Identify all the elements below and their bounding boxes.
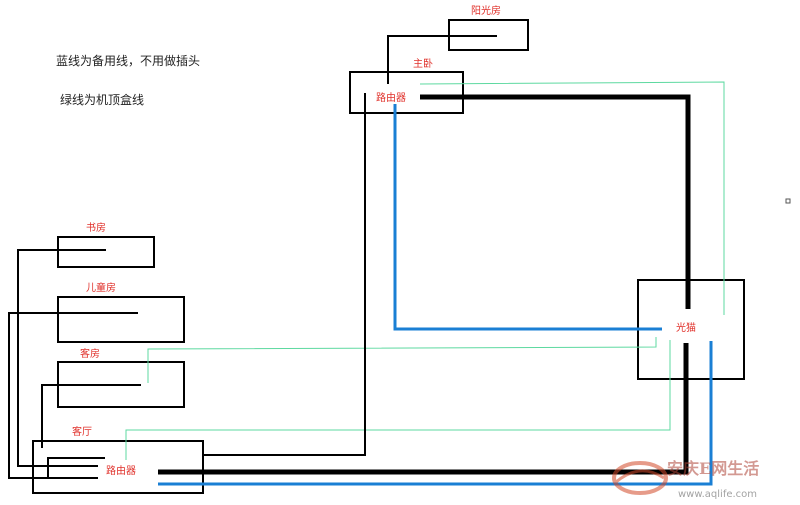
- trunk-living-router-to-modem: [158, 343, 689, 475]
- line-guest-drop: [41, 384, 141, 448]
- blue-line-living-to-modem: [158, 341, 713, 486]
- blue-lines: [158, 104, 713, 486]
- line-master-drop-to-living: [203, 93, 366, 456]
- note-blue-line: 蓝线为备用线，不用做插头: [56, 54, 201, 68]
- label-router-master: 路由器: [376, 91, 406, 104]
- stray-marker: [785, 198, 791, 204]
- label-living-room: 客厅: [72, 425, 92, 438]
- green-line-living-to-modem: [125, 340, 671, 460]
- label-router-living: 路由器: [106, 464, 136, 477]
- line-living-drop: [47, 457, 105, 478]
- label-sunroom: 阳光房: [471, 4, 501, 17]
- master-bedroom-box: [349, 71, 464, 114]
- line-sunroom-to-master: [387, 35, 497, 84]
- kids-room-box: [57, 296, 185, 343]
- thick-black-lines: [158, 94, 691, 475]
- label-kids-room: 儿童房: [86, 281, 116, 294]
- label-study: 书房: [86, 221, 106, 234]
- green-line-guest-to-modem: [147, 337, 657, 383]
- thin-black-lines: [8, 35, 497, 479]
- study-box: [57, 236, 155, 268]
- watermark-title: 安庆E网生活: [667, 459, 759, 478]
- green-line-master-to-modem: [419, 81, 725, 315]
- note-green-line: 绿线为机顶盒线: [60, 93, 145, 107]
- trunk-master-router-to-modem: [420, 94, 691, 309]
- label-modem: 光猫: [676, 321, 696, 334]
- watermark: 安庆E网生活 www.aqlife.com: [612, 459, 759, 500]
- green-lines: [125, 81, 725, 460]
- line-study-drop: [17, 249, 106, 467]
- line-kids-drop: [8, 312, 138, 479]
- watermark-logo-swoosh: [615, 469, 665, 484]
- watermark-url: www.aqlife.com: [678, 489, 757, 500]
- label-master-bedroom: 主卧: [413, 57, 433, 70]
- watermark-logo-icon: [612, 461, 668, 495]
- blue-line-master-to-modem: [393, 104, 662, 331]
- label-guest-room: 客房: [80, 347, 100, 360]
